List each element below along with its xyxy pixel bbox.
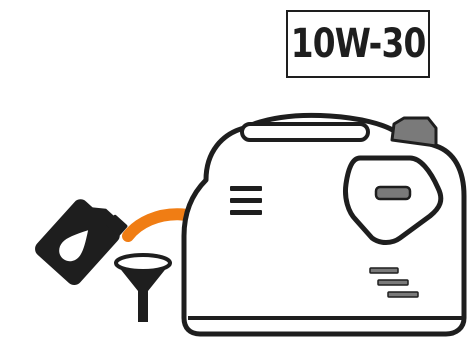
oil-bottle-icon — [32, 189, 130, 289]
funnel-icon — [116, 255, 170, 322]
inverter-generator-icon — [184, 115, 464, 334]
